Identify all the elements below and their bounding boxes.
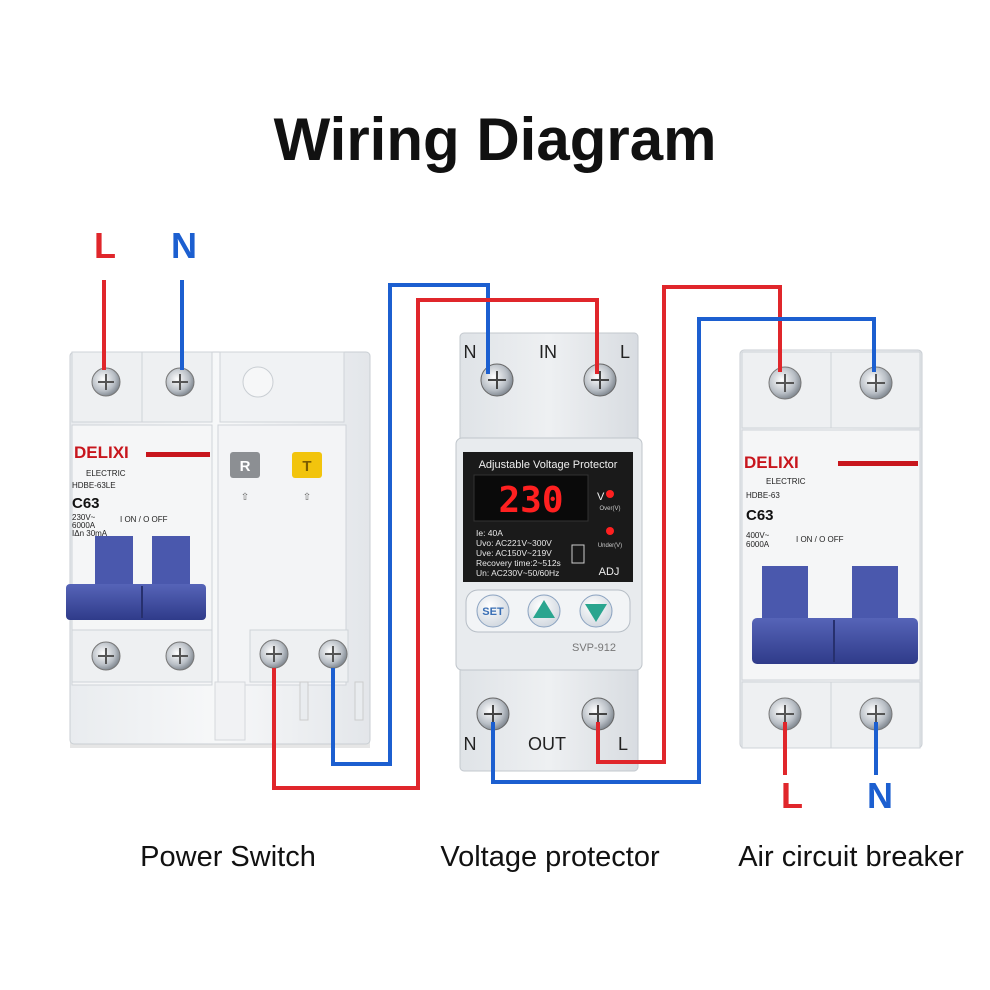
protector-port-l-bottom: L xyxy=(618,734,628,754)
breaker-rating: C63 xyxy=(746,507,774,524)
voltage-protector-caption: Voltage protector xyxy=(440,841,660,873)
protector-port-n-top: N xyxy=(464,342,477,362)
protector-display: 230 xyxy=(498,480,563,521)
protector-model: SVP-912 xyxy=(572,642,616,654)
power-switch-handle[interactable] xyxy=(66,584,206,620)
screw-terminal-icon xyxy=(583,363,617,397)
protector-port-in: IN xyxy=(539,342,557,362)
protector-spec-2: Uve: AC150V~219V xyxy=(476,548,552,558)
protector-under-label: Under(V) xyxy=(598,543,622,549)
set-button-label: SET xyxy=(482,606,504,618)
power-switch-on-off: I ON / O OFF xyxy=(120,515,168,524)
input-neutral-label: N xyxy=(171,225,197,266)
up-arrow-icon xyxy=(533,600,555,618)
up-arrow-mark-r: ⇧ xyxy=(241,492,249,503)
power-switch-spec2: 6000A xyxy=(72,521,96,530)
screw-terminal-icon xyxy=(91,367,121,397)
breaker-sub: ELECTRIC xyxy=(766,477,806,486)
screw-terminal-icon xyxy=(318,639,348,669)
protector-to-breaker-live-wire xyxy=(596,285,782,764)
protector-spec-3: Recovery time:2~512s xyxy=(476,558,561,568)
power-switch-rating: C63 xyxy=(72,495,100,512)
power-switch-sub: ELECTRIC xyxy=(86,469,126,478)
power-switch-reset-button[interactable] xyxy=(230,452,260,478)
screw-terminal-icon xyxy=(581,697,615,731)
under-indicator-led xyxy=(606,527,614,535)
protector-over-label: Over(V) xyxy=(600,506,621,512)
over-indicator-led xyxy=(606,490,614,498)
air-breaker-caption: Air circuit breaker xyxy=(738,841,964,873)
voltage-protector: N IN L Adjustable Voltage Protector 230 … xyxy=(455,332,643,772)
page-title: Wiring Diagram xyxy=(274,106,717,173)
screw-terminal-icon xyxy=(480,363,514,397)
breaker-spec2: 6000A xyxy=(746,540,770,549)
up-button[interactable] xyxy=(527,594,561,628)
input-live-label: L xyxy=(94,225,116,266)
breaker-spec1: 400V~ xyxy=(746,531,770,540)
breaker-model-code: HDBE-63 xyxy=(746,491,780,500)
down-arrow-icon xyxy=(585,604,607,622)
switch-to-protector-live-wire xyxy=(272,298,599,790)
protector-port-n-bottom: N xyxy=(464,734,477,754)
protector-header: Adjustable Voltage Protector xyxy=(479,459,618,471)
breaker-brand: DELIXI xyxy=(744,453,799,472)
power-switch-caption: Power Switch xyxy=(140,841,316,873)
protector-spec-1: Uvo: AC221V~300V xyxy=(476,538,552,548)
output-live-label: L xyxy=(781,775,803,816)
power-switch-spec3: IΔn 30mA xyxy=(72,529,108,538)
breaker-on-off: I ON / O OFF xyxy=(796,535,844,544)
screw-terminal-icon xyxy=(91,641,121,671)
power-switch-brand: DELIXI xyxy=(74,443,129,462)
power-switch-test-label: T xyxy=(302,458,311,475)
screw-terminal-icon xyxy=(165,641,195,671)
protector-to-breaker-neutral-wire xyxy=(491,317,876,784)
protector-port-l-top: L xyxy=(620,342,630,362)
output-neutral-label: N xyxy=(867,775,893,816)
air-circuit-breaker: DELIXI ELECTRIC HDBE-63 C63 400V~ 6000A … xyxy=(739,349,923,749)
screw-terminal-icon xyxy=(259,639,289,669)
set-button[interactable]: SET xyxy=(476,594,510,628)
power-switch-model-code: HDBE-63LE xyxy=(72,481,116,490)
power-switch: DELIXI ELECTRIC HDBE-63LE C63 230V~ 6000… xyxy=(66,351,371,748)
wires xyxy=(102,280,878,790)
protector-spec-4: Un: AC230V~50/60Hz xyxy=(476,568,559,578)
protector-spec-0: Ie: 40A xyxy=(476,528,503,538)
protector-adj: ADJ xyxy=(599,566,620,578)
screw-terminal-icon xyxy=(165,367,195,397)
screw-terminal-icon xyxy=(768,366,802,400)
power-switch-reset-label: R xyxy=(240,458,251,475)
up-arrow-mark-t: ⇧ xyxy=(303,492,311,503)
screw-terminal-icon xyxy=(859,366,893,400)
power-switch-test-button[interactable] xyxy=(292,452,322,478)
power-switch-spec1: 230V~ xyxy=(72,513,96,522)
protector-unit: V xyxy=(597,491,605,503)
protector-port-out: OUT xyxy=(528,734,566,754)
down-button[interactable] xyxy=(579,594,613,628)
